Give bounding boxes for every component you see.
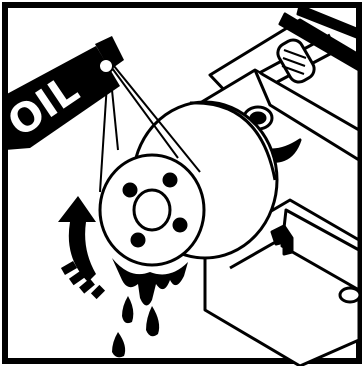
hub-stud (132, 234, 144, 246)
oil-can: OIL (0, 36, 124, 150)
wheel-hub (100, 155, 204, 265)
hub-stud (174, 219, 186, 231)
curved-arrow-up-icon (58, 196, 105, 299)
oil-drops-icon (112, 258, 188, 357)
hub-stud (124, 184, 136, 196)
hub-stud (164, 174, 176, 186)
